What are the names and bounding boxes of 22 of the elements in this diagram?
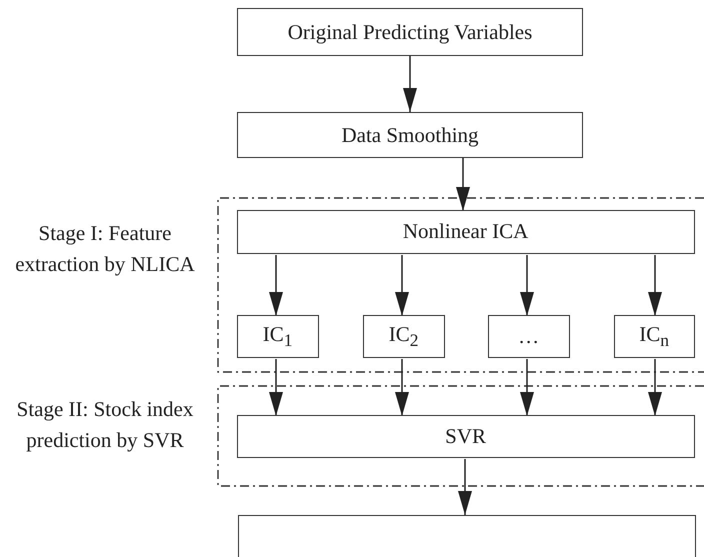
arrow (395, 255, 409, 316)
empty-box (238, 515, 696, 557)
arrow (458, 459, 472, 515)
process-box: Nonlinear ICA (236, 210, 695, 254)
process-box: IC$_{2}$ (362, 314, 445, 358)
arrow (403, 56, 417, 112)
process-box: SVR (236, 414, 695, 458)
arrow (269, 359, 283, 416)
process-box: Data Smoothing (237, 112, 583, 158)
stage-label: Stage II: Stock index prediction by SVR (16, 396, 194, 454)
arrow (648, 359, 662, 416)
arrow (269, 255, 283, 316)
process-box: IC$_{n}$ (614, 314, 695, 358)
arrow (648, 255, 662, 316)
arrow (456, 158, 470, 211)
arrow (520, 255, 534, 316)
arrow (395, 359, 409, 416)
process-box: … (488, 314, 570, 358)
arrow (520, 359, 534, 416)
stage-label: Stage I: Feature extraction by NLICA (14, 220, 196, 278)
process-box: Original Predicting Variables (237, 8, 583, 56)
process-box: IC$_{1}$ (236, 314, 319, 358)
